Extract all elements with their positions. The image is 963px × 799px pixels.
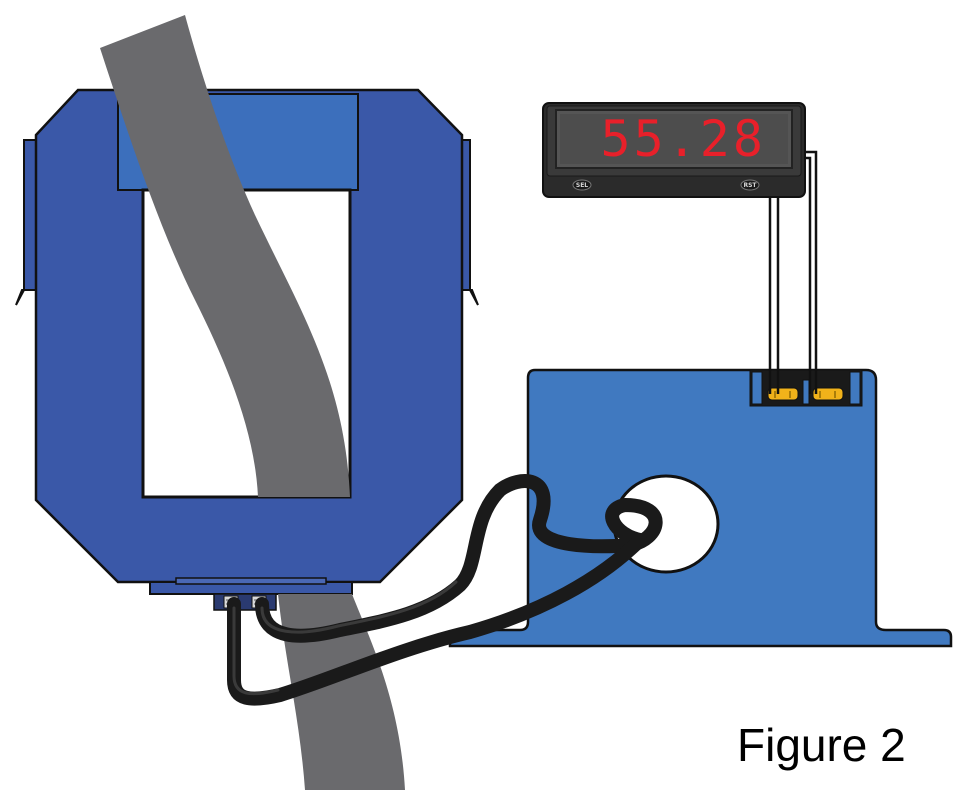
conductor-bar-icon: [100, 15, 405, 790]
current-sensor-icon: [448, 368, 953, 648]
meter-wires: [768, 150, 818, 394]
figure-caption: Figure 2: [737, 719, 906, 771]
rst-button-label: RST: [743, 182, 757, 189]
panel-meter-icon: [542, 102, 806, 198]
sel-button-label: SEL: [575, 182, 589, 189]
cable-leads: [227, 474, 663, 706]
meter-display-reading: 55.28: [600, 110, 766, 168]
